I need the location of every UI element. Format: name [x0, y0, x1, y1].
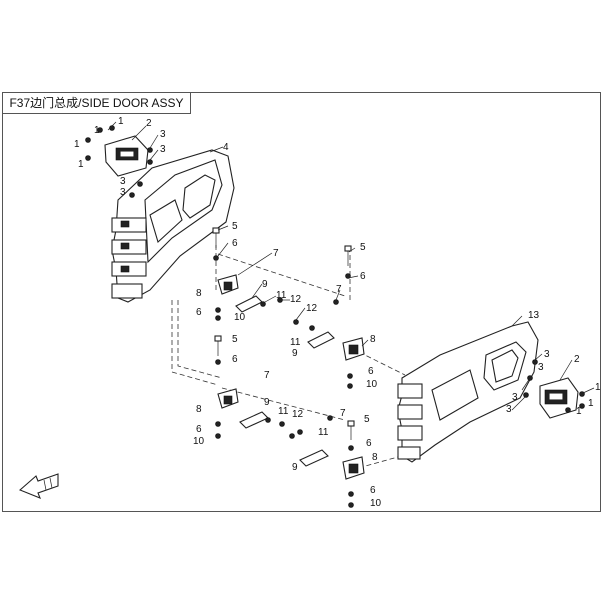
- callout-label: 3: [544, 349, 550, 360]
- callout-label: 10: [193, 436, 205, 447]
- callout-label: 7: [264, 370, 270, 381]
- callout-label: 6: [360, 271, 366, 282]
- callout-label: 5: [232, 221, 238, 232]
- callout-label: 6: [232, 354, 238, 365]
- callout-label: 7: [273, 248, 279, 259]
- callout-label: 10: [370, 498, 382, 509]
- callout-label: 1: [94, 125, 100, 136]
- callout-label: 9: [262, 279, 268, 290]
- left-door-latch: [104, 135, 149, 177]
- callout-label: 11: [290, 337, 301, 348]
- callout-label: 12: [306, 303, 318, 314]
- hinge-straps: [235, 295, 335, 467]
- diagram-title: F37边门总成/SIDE DOOR ASSY: [2, 92, 191, 114]
- callout-label: 8: [370, 334, 376, 345]
- callout-label: 1: [118, 116, 124, 127]
- hinge-brackets: [217, 274, 365, 480]
- callout-label: 12: [290, 294, 302, 305]
- callout-label: 1: [78, 159, 84, 170]
- right-side-door-panel: [397, 321, 539, 463]
- leader-lines: [107, 121, 595, 411]
- callout-label: 6: [196, 307, 202, 318]
- right-door-latch: [539, 377, 579, 419]
- callout-label: 8: [196, 288, 202, 299]
- callout-labels: 1 1 1 1 2 3 3 3 3 4 5 6 7 8 9 11 12 6 10…: [74, 116, 601, 509]
- callout-label: 9: [292, 348, 298, 359]
- callout-label: 3: [160, 144, 166, 155]
- callout-label: 3: [538, 362, 544, 373]
- callout-label: 3: [512, 392, 518, 403]
- left-side-door-panel: [111, 149, 235, 303]
- callout-label: 8: [196, 404, 202, 415]
- callout-label: 4: [223, 142, 229, 153]
- direction-arrow-icon: [18, 473, 59, 499]
- callout-label: 1: [576, 406, 582, 417]
- callout-label: 5: [360, 242, 366, 253]
- callout-label: 7: [336, 284, 342, 295]
- callout-label: 11: [318, 427, 329, 438]
- callout-label: 9: [292, 462, 298, 473]
- callout-label: 3: [120, 176, 126, 187]
- diagram-frame: [2, 92, 601, 512]
- callout-label: 11: [278, 406, 289, 417]
- callout-label: 6: [370, 485, 376, 496]
- callout-label: 6: [368, 366, 374, 377]
- callout-label: 6: [232, 238, 238, 249]
- callout-label: 2: [146, 118, 152, 129]
- callout-label: 3: [120, 187, 126, 198]
- callout-label: 8: [372, 452, 378, 463]
- callout-label: 12: [292, 409, 304, 420]
- callout-label: 11: [276, 290, 287, 301]
- callout-label: 6: [366, 438, 372, 449]
- callout-label: 7: [340, 408, 346, 419]
- callout-label: 10: [366, 379, 378, 390]
- callout-label: 1: [74, 139, 80, 150]
- callout-label: 1: [595, 382, 601, 393]
- callout-label: 10: [234, 312, 246, 323]
- callout-label: 3: [160, 129, 166, 140]
- assembly-guides: [171, 245, 406, 471]
- hinge-pins: [212, 227, 355, 440]
- callout-label: 6: [196, 424, 202, 435]
- callout-label: 9: [264, 397, 270, 408]
- callout-label: 5: [232, 334, 238, 345]
- fasteners: [85, 125, 585, 508]
- callout-label: 2: [574, 354, 580, 365]
- callout-label: 5: [364, 414, 370, 425]
- callout-label: 1: [588, 398, 594, 409]
- callout-label: 3: [506, 404, 512, 415]
- callout-label: 13: [528, 310, 540, 321]
